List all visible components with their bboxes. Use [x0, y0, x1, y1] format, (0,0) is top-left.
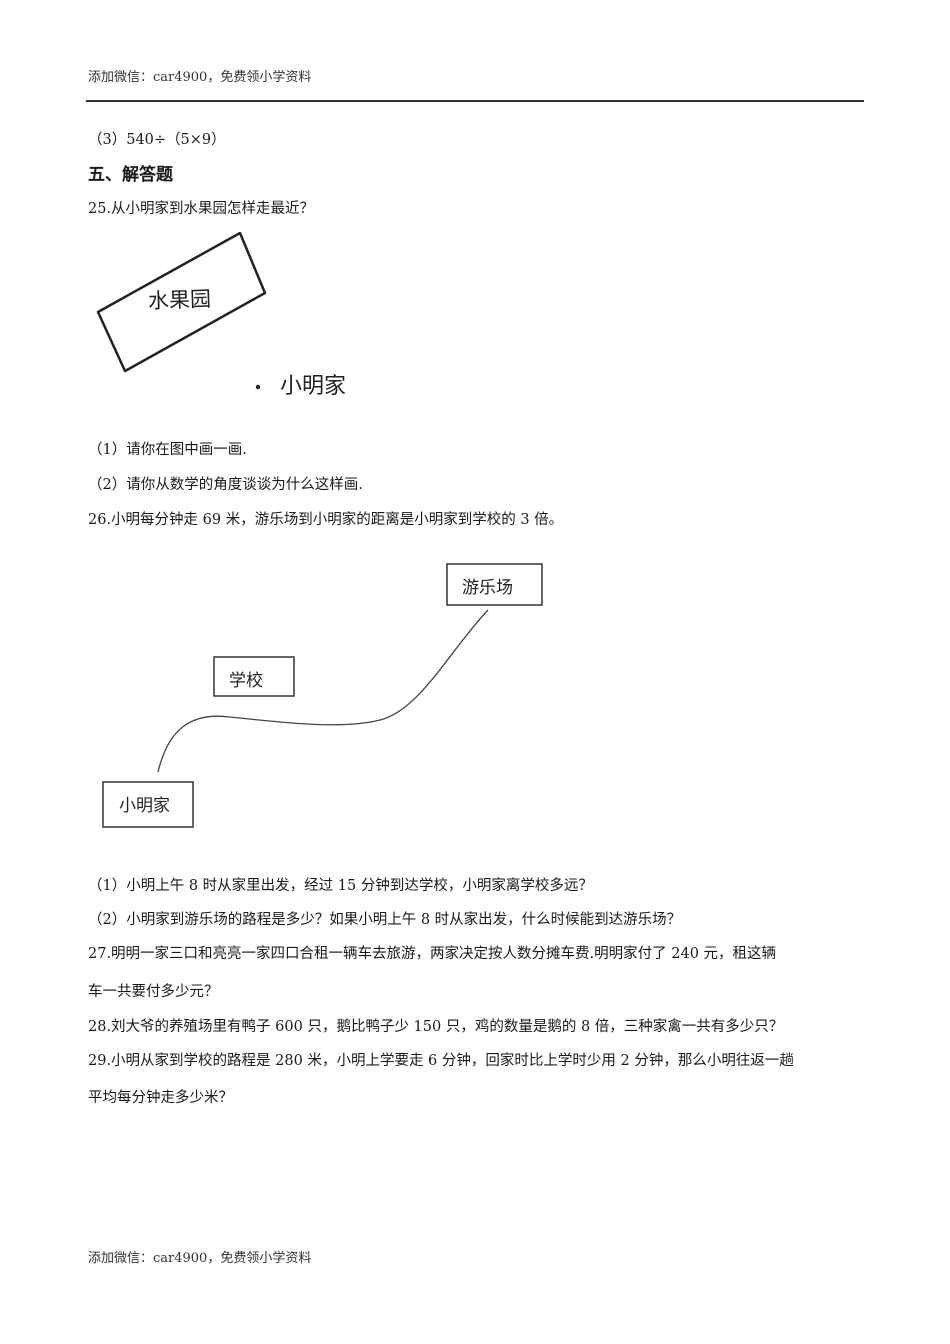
- q26-part2: （2）小明家到游乐场的路程是多少？如果小明上午 8 时从家出发，什么时候能到达游…: [88, 912, 682, 928]
- q26-figure: [90, 550, 560, 840]
- q25-part1: （1）请你在图中画一画.: [88, 442, 247, 458]
- park-box: [446, 563, 543, 606]
- q25-figure: [90, 228, 380, 408]
- q29-line1: 29.小明从家到学校的路程是 280 米，小明上学要走 6 分钟，回家时比上学时…: [88, 1053, 794, 1069]
- q29-line2: 平均每分钟走多少米？: [88, 1090, 233, 1106]
- q26-stem: 26.小明每分钟走 69 米，游乐场到小明家的距离是小明家到学校的 3 倍。: [88, 512, 564, 528]
- route-curve: [157, 609, 489, 773]
- q24-part3: （3）540÷（5×9）: [88, 132, 226, 148]
- school-box: [213, 656, 295, 697]
- home-box: [102, 781, 194, 828]
- section-title: 五、解答题: [88, 165, 173, 185]
- q25-part2: （2）请你从数学的角度谈谈为什么这样画.: [88, 477, 363, 493]
- home-dot: [255, 384, 261, 390]
- header-divider: [86, 100, 864, 102]
- school-label: 学校: [229, 671, 263, 691]
- q25-stem: 25.从小明家到水果园怎样走最近？: [88, 201, 315, 217]
- q27-line2: 车一共要付多少元？: [88, 984, 219, 1000]
- park-label: 游乐场: [462, 578, 513, 598]
- page-footer-text: 添加微信：car4900，免费领小学资料: [88, 1251, 312, 1266]
- page-header-text: 添加微信：car4900，免费领小学资料: [88, 70, 312, 85]
- orchard-rectangle: [96, 231, 267, 373]
- q28-line1: 28.刘大爷的养殖场里有鸭子 600 只，鹅比鸭子少 150 只，鸡的数量是鹅的…: [88, 1019, 784, 1035]
- orchard-label: 水果园: [147, 286, 212, 314]
- q26-part1: （1）小明上午 8 时从家里出发，经过 15 分钟到达学校，小明家离学校多远？: [88, 878, 593, 894]
- home-label-box: 小明家: [119, 796, 170, 816]
- home-label: 小明家: [280, 374, 347, 399]
- q27-line1: 27.明明一家三口和亮亮一家四口合租一辆车去旅游，两家决定按人数分摊车费.明明家…: [88, 946, 777, 962]
